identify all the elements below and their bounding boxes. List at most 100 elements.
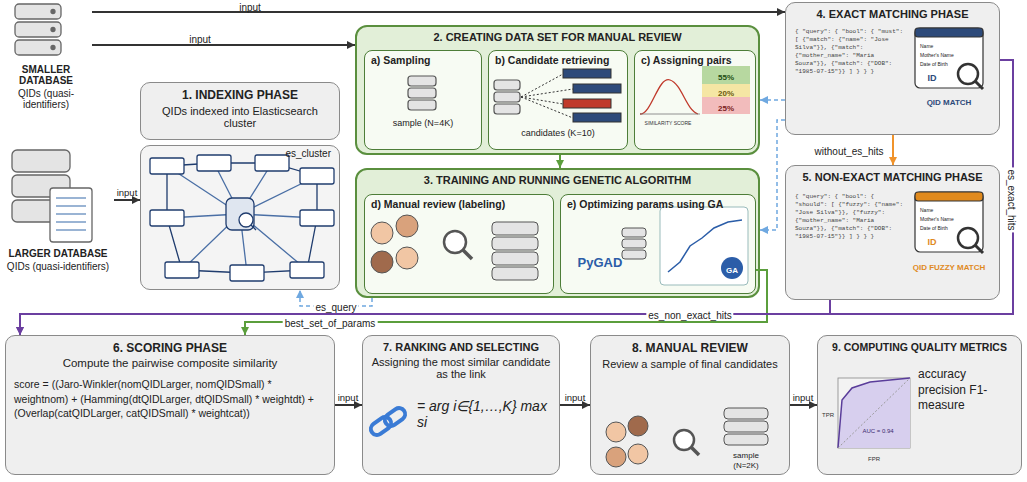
connector-line (92, 44, 355, 46)
node-title: a) Sampling (371, 54, 475, 66)
similarity-chart (702, 66, 750, 84)
link-icon (383, 406, 408, 428)
illustration-label-holder: 55% (718, 66, 734, 84)
step-box: e) Optimizing params using GA (560, 194, 756, 294)
node-title: 5. NON-EXACT MATCHING PHASE (794, 171, 991, 183)
node-text: Compute the pairwise composite similarit… (14, 357, 326, 369)
edge-label-holder: input (117, 182, 138, 200)
illustration-label: { "query": { "bool": { "must": [ {"match… (795, 28, 910, 77)
edge-label: input (189, 34, 211, 45)
sample-database (408, 76, 436, 86)
link-icon (369, 406, 408, 437)
similarity-chart (702, 97, 750, 114)
phase-box: 5. NON-EXACT MATCHING PHASE (785, 165, 1000, 300)
illustration-label: 55% (718, 73, 734, 82)
reviewer-icons (606, 422, 626, 442)
illustration-label-holder: 20% (718, 82, 734, 100)
phase-box: 2. CREATING DATA SET FOR MANUAL REVIEWa)… (355, 25, 760, 155)
connector (92, 41, 355, 49)
reviewer-icons (724, 421, 768, 432)
reviewer-icons (492, 237, 538, 250)
cluster-network (150, 158, 184, 174)
roc-chart (838, 378, 910, 448)
connector (760, 120, 785, 234)
database-icon (12, 4, 92, 242)
illustration-label: ID (928, 237, 937, 247)
node-title: e) Optimizing params using GA (567, 198, 749, 210)
illustration-label: Name (920, 207, 933, 213)
connector (16, 60, 1013, 335)
connector-line (245, 270, 767, 335)
node-title: 7. RANKING AND SELECTING (371, 341, 551, 353)
edge-label: es_query (313, 302, 358, 313)
phase-box: 1. INDEXING PHASEQIDs indexed into Elast… (140, 82, 340, 140)
database-icon (15, 22, 61, 37)
roc-chart (838, 378, 910, 448)
cluster-network (150, 155, 334, 281)
step-box: b) Candidate retrievingcandidates (K=10) (488, 50, 628, 150)
cluster-network (290, 262, 324, 278)
connector-line (560, 404, 590, 406)
connector (16, 300, 830, 335)
node-text: Review a sample of final candidates (599, 358, 781, 370)
edge-label-holder: input (565, 387, 586, 405)
candidate-bars (521, 74, 573, 118)
arrowhead (16, 327, 24, 335)
illustration-label: Date of Birth (920, 225, 948, 231)
edge-label: es_exact_hits (1006, 167, 1017, 232)
illustration-label-holder: ID (928, 67, 937, 85)
database-node: SMALLER DATABASEQIDs (quasi-identifiers) (0, 0, 92, 120)
illustration-label-holder: SIMILARITY SCORE (645, 111, 692, 129)
reviewer-icons (724, 434, 768, 445)
ga-chart (660, 207, 748, 285)
sample-database (408, 100, 436, 110)
illustration-label-holder: Date of Birth (920, 216, 948, 234)
edge-label-holder: input (338, 387, 359, 405)
illustration-label: ID (928, 73, 937, 83)
candidate-bars (521, 69, 621, 122)
edge-label-holder: es_query (313, 297, 358, 315)
database-icon (51, 46, 55, 50)
illustration-label-holder: ID (928, 231, 937, 249)
phase-box: 7. RANKING AND SELECTINGAssigning the mo… (362, 335, 560, 475)
illustration-label: { "query": { "bool": { "should": [ {"fuz… (795, 193, 910, 242)
node-title: d) Manual review (labeling) (371, 198, 547, 210)
edge-label-holder: input (793, 387, 814, 405)
illustration-label-holder: sample (733, 444, 759, 462)
node-title: 3. TRAINING AND RUNNING GENETIC ALGORITH… (365, 174, 750, 186)
roc-chart (838, 378, 910, 448)
ga-chart (622, 207, 748, 285)
illustration-label-holder: Mother's Name (920, 43, 954, 61)
illustration-label-holder: Name (920, 198, 933, 216)
connector-line (760, 120, 785, 230)
cluster-network (230, 265, 264, 281)
illustration-label-holder: 25% (718, 97, 734, 115)
link-icon (369, 415, 394, 437)
edge-label-holder: es_non_exact_hits (646, 305, 733, 323)
cluster-network (300, 210, 334, 226)
step-box: c) Assigning pairs (634, 50, 756, 150)
arrowhead (760, 96, 768, 104)
node-title: SMALLER DATABASE (0, 64, 92, 86)
reviewer-icons (444, 231, 466, 253)
arrowhead (777, 8, 785, 16)
id-card (915, 192, 983, 252)
roc-chart (838, 378, 910, 448)
connector-line (92, 11, 785, 13)
cluster-network (300, 168, 334, 184)
step-box: d) Manual review (labeling) (364, 194, 554, 294)
database-icon (12, 200, 70, 222)
sample-database (494, 104, 520, 114)
illustration-label-holder: AUC = 0.94 (862, 419, 893, 437)
reviewer-icons (463, 250, 472, 259)
database-node: LARGER DATABASEQIDs (quasi-identifiers) (2, 140, 114, 290)
similarity-chart (640, 114, 700, 115)
cluster-network (239, 213, 253, 227)
edge-label: without_es_hits (815, 146, 884, 157)
reviewer-icons (396, 247, 418, 269)
reviewer-icons (492, 222, 538, 235)
edge-label: input (117, 187, 138, 198)
node-title: 9. COMPUTING QUALITY METRICS (826, 341, 1013, 353)
connector (92, 8, 785, 16)
edge-label-holder: es_exact_hits (1004, 167, 1022, 232)
